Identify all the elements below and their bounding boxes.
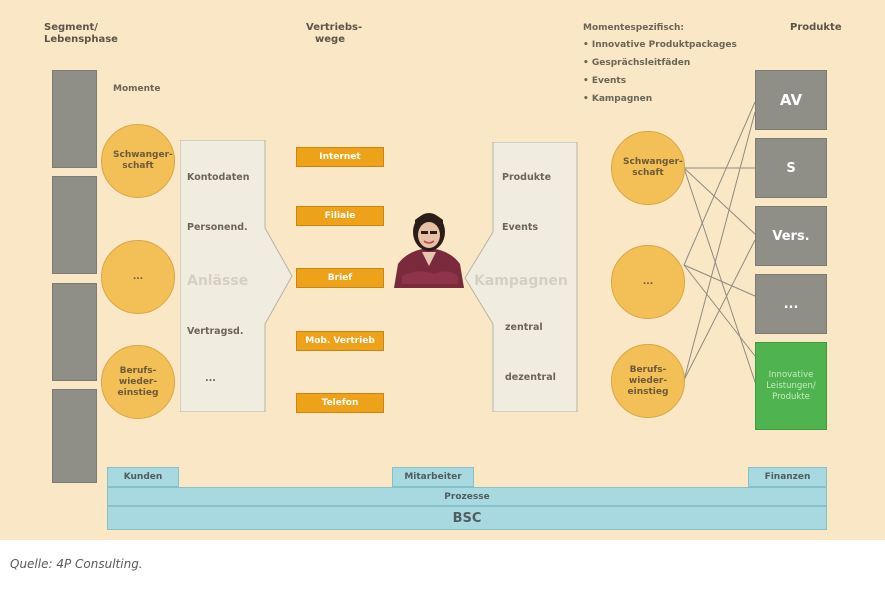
panel-item-dezentral: dezentral xyxy=(505,372,556,383)
advisor-photo xyxy=(388,202,470,288)
panel-item-vertragsd: Vertragsd. xyxy=(187,326,244,337)
panel-item-kontodaten: Kontodaten xyxy=(187,172,250,183)
product-innovative-leistungen: Innovative Leistungen/ Produkte xyxy=(755,342,827,430)
source-caption: Quelle: 4P Consulting. xyxy=(10,557,143,571)
product-av: AV xyxy=(755,70,827,130)
connector-line xyxy=(683,167,756,383)
channel-mob-vertrieb: Mob. Vertrieb xyxy=(296,331,384,351)
connector-line xyxy=(683,101,756,266)
moment-label: ... xyxy=(132,271,144,282)
bar-prozesse: Prozesse xyxy=(107,487,827,506)
bullet-item: • Kampagnen xyxy=(583,94,653,104)
channel-telefon: Telefon xyxy=(296,393,384,413)
moment-circle-schwangerschaft: Schwanger-schaft xyxy=(101,124,175,198)
header-produkte: Produkte xyxy=(790,22,842,33)
label-momente: Momente xyxy=(113,84,161,94)
moment-label: Berufs-wieder-einstieg xyxy=(117,365,159,398)
moment-label: Berufs-wieder-einstieg xyxy=(627,364,669,397)
panel-item-personend: Personend. xyxy=(187,222,248,233)
panel-item-events: Events xyxy=(502,222,539,233)
tab-finanzen: Finanzen xyxy=(748,467,827,487)
moment-circle-ellipsis: ... xyxy=(101,240,175,314)
segment-box xyxy=(52,70,97,168)
product-connectors xyxy=(683,101,756,383)
moment-circle-schwangerschaft-right: Schwanger-schaft xyxy=(611,131,685,205)
tab-kunden: Kunden xyxy=(107,467,179,487)
channel-brief: Brief xyxy=(296,268,384,288)
bullet-item: • Events xyxy=(583,76,627,86)
bullet-list: • Innovative Produktpackages • Gesprächs… xyxy=(583,36,737,108)
moment-label: Schwanger-schaft xyxy=(113,150,173,171)
tab-mitarbeiter: Mitarbeiter xyxy=(392,467,474,487)
connector-line xyxy=(683,111,756,381)
segment-box xyxy=(52,283,97,381)
moment-label: ... xyxy=(642,276,654,287)
kampagnen-arrow-panel xyxy=(464,142,578,412)
segment-box xyxy=(52,389,97,483)
segment-box xyxy=(52,176,97,274)
panel-label-kampagnen: Kampagnen xyxy=(474,273,568,289)
panel-item-produkte: Produkte xyxy=(502,172,552,183)
panel-label-anlaesse: Anlässe xyxy=(187,273,249,289)
header-momentespezifisch: Momentespezifisch: xyxy=(583,23,685,33)
moment-label: Schwanger-schaft xyxy=(623,157,683,178)
panel-item-zentral: zentral xyxy=(505,322,543,333)
moment-circle-berufswiedereinstieg-right: Berufs-wieder-einstieg xyxy=(611,344,685,418)
connector-line xyxy=(683,239,756,381)
bar-bsc: BSC xyxy=(107,506,827,530)
product-vers: Vers. xyxy=(755,206,827,266)
diagram-canvas: Segment/ Lebensphase Vertriebs- wege Mom… xyxy=(0,0,885,540)
product-s: S xyxy=(755,138,827,198)
connector-line xyxy=(683,167,756,235)
anlaesse-arrow-panel xyxy=(180,140,293,412)
moment-circle-ellipsis-right: ... xyxy=(611,245,685,319)
panel-item-ellipsis: ... xyxy=(205,373,216,384)
bullet-item: • Innovative Produktpackages xyxy=(583,40,737,50)
channel-internet: Internet xyxy=(296,147,384,167)
moment-circle-berufswiedereinstieg: Berufs-wieder-einstieg xyxy=(101,345,175,419)
bullet-item: • Gesprächsleitfäden xyxy=(583,58,691,68)
header-vertriebswege: Vertriebs- wege xyxy=(306,22,363,45)
channel-filiale: Filiale xyxy=(296,206,384,226)
header-segment: Segment/ Lebensphase xyxy=(44,22,118,45)
product-ellipsis: ... xyxy=(755,274,827,334)
connector-line xyxy=(683,264,756,297)
